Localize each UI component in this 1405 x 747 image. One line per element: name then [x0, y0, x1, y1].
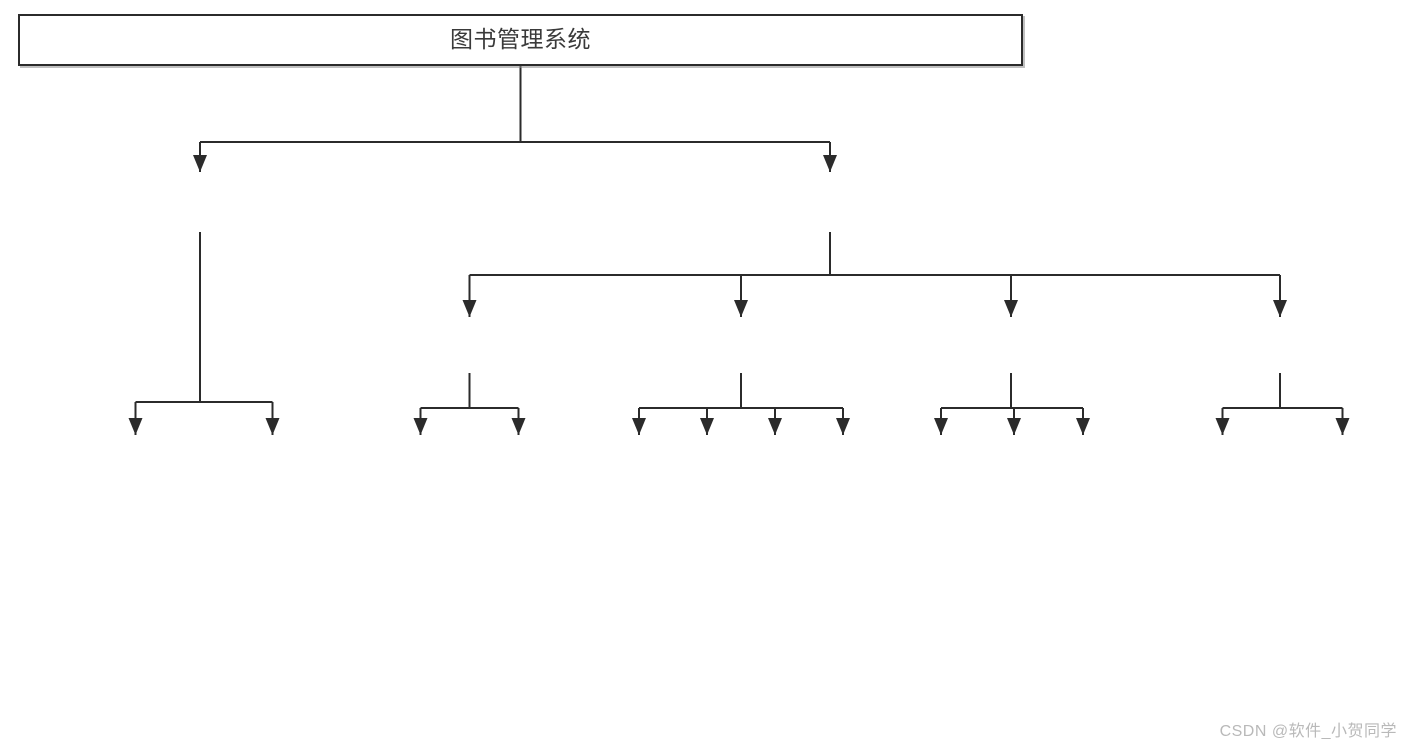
connector-arrowhead [413, 418, 428, 435]
connector-arrowhead [934, 418, 948, 435]
watermark: CSDN @软件_小贺同学 [1219, 723, 1397, 740]
connector-arrowhead [734, 300, 748, 317]
connector-arrowhead [768, 418, 782, 435]
connector-arrowhead [1215, 418, 1230, 435]
root-node[interactable]: 图书管理系统 [18, 14, 1023, 66]
connector-arrowhead [128, 418, 143, 435]
connector-arrowhead [511, 418, 526, 435]
connector-arrowhead [1335, 418, 1350, 435]
node-label: 图书管理系统 [450, 26, 591, 53]
connector-arrowhead [1076, 418, 1090, 435]
connector-arrowhead [823, 155, 837, 172]
connector-arrowhead [700, 418, 714, 435]
connector-arrowhead [836, 418, 850, 435]
connector-arrowhead [462, 300, 477, 317]
connector-arrowhead [632, 418, 646, 435]
connector-arrowhead [1004, 300, 1018, 317]
connector-arrowhead [1007, 418, 1021, 435]
connector-arrowhead [193, 155, 207, 172]
connector-arrowhead [265, 418, 280, 435]
connector-arrowhead [1273, 300, 1287, 317]
